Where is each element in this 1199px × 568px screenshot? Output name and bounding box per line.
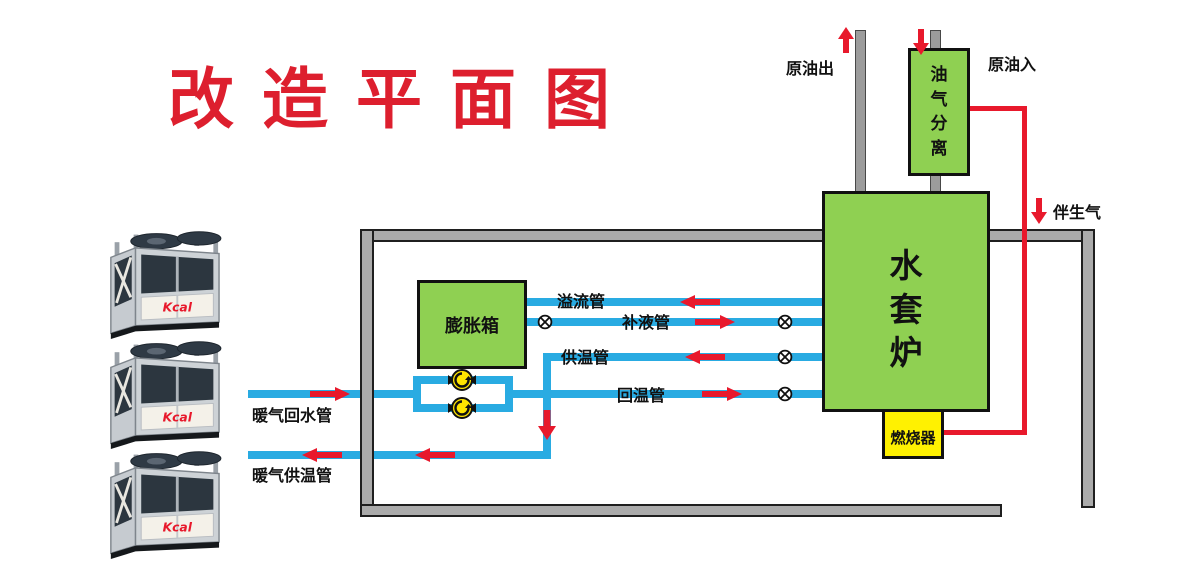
heat-pump-unit-3: Kcal	[98, 447, 230, 559]
valve-icon-supply	[777, 349, 793, 365]
return-pipe-label: 回温管	[617, 386, 666, 405]
heating-supply-flow-left-arrow-icon-1	[302, 448, 342, 462]
circulation-pump-icon-2	[448, 396, 476, 420]
replenish-flow-right-arrow-icon	[695, 315, 735, 329]
supply-drop-pipe	[543, 353, 551, 459]
heating-supply-flow-left-arrow-icon-2	[415, 448, 455, 462]
heat-pump-image: Kcal	[110, 341, 222, 449]
heat-pump-image: Kcal	[110, 451, 222, 559]
overflow-flow-left-arrow-icon	[680, 295, 720, 309]
burner-box: 燃烧器	[882, 409, 944, 459]
crude-out-label: 原油出	[786, 59, 835, 78]
valve-icon-replenish-tank	[537, 314, 553, 330]
fuel-gas-pipe-vertical	[1022, 106, 1027, 435]
water-jacket-furnace-box: 水套炉	[822, 191, 990, 412]
replenish-pipe-label: 补液管	[622, 313, 671, 332]
crude-oil-out-pipe	[855, 30, 866, 195]
oil-gas-separator-box: 油气分离	[908, 48, 970, 176]
page-title: 改造平面图	[168, 60, 638, 138]
expansion-tank-label: 膨胀箱	[445, 315, 499, 337]
brand-logo: Kcal	[163, 300, 193, 314]
fuel-gas-pipe-bottom	[941, 430, 1027, 435]
heating-supply-pipe	[248, 451, 551, 459]
crude-in-label: 原油入	[988, 55, 1037, 74]
overflow-pipe-label: 溢流管	[557, 292, 606, 311]
heating-return-pipe-label: 暖气回水管	[252, 406, 333, 425]
oil-gas-separator-label: 油气分离	[930, 65, 948, 159]
assoc-gas-down-arrow-icon	[1031, 198, 1047, 224]
return-flow-right-arrow-icon	[702, 387, 742, 401]
circulation-pump-icon-1	[448, 368, 476, 392]
crude-out-up-arrow-icon	[838, 27, 854, 53]
overflow-pipe	[522, 298, 825, 306]
fuel-gas-pipe-top	[966, 106, 1027, 111]
return-pipe-right	[505, 390, 825, 398]
expansion-tank-box: 膨胀箱	[417, 280, 527, 369]
assoc-gas-label: 伴生气	[1053, 203, 1102, 222]
wall-top-left	[360, 229, 824, 242]
supply-pipe	[543, 353, 825, 361]
heat-pump-image: Kcal	[110, 231, 222, 339]
supply-drop-down-arrow-icon	[538, 410, 556, 440]
heating-supply-pipe-label: 暖气供温管	[252, 466, 333, 485]
valve-icon-return	[777, 386, 793, 402]
crude-in-down-arrow-icon	[913, 29, 929, 55]
burner-label: 燃烧器	[890, 429, 936, 448]
wall-bottom	[360, 504, 1002, 517]
brand-logo: Kcal	[163, 410, 193, 424]
wall-right	[1081, 229, 1095, 508]
supply-pipe-label: 供温管	[561, 348, 610, 367]
supply-flow-left-arrow-icon	[685, 350, 725, 364]
wall-left	[360, 229, 374, 517]
brand-logo: Kcal	[163, 520, 193, 534]
wall-top-right	[986, 229, 1095, 242]
replenish-pipe	[522, 318, 825, 326]
valve-icon-replenish-furnace	[777, 314, 793, 330]
water-jacket-furnace-label: 水套炉	[889, 246, 923, 373]
heat-pump-unit-1: Kcal	[98, 227, 230, 339]
heating-return-flow-right-arrow-icon	[310, 387, 350, 401]
heat-pump-unit-2: Kcal	[98, 337, 230, 449]
